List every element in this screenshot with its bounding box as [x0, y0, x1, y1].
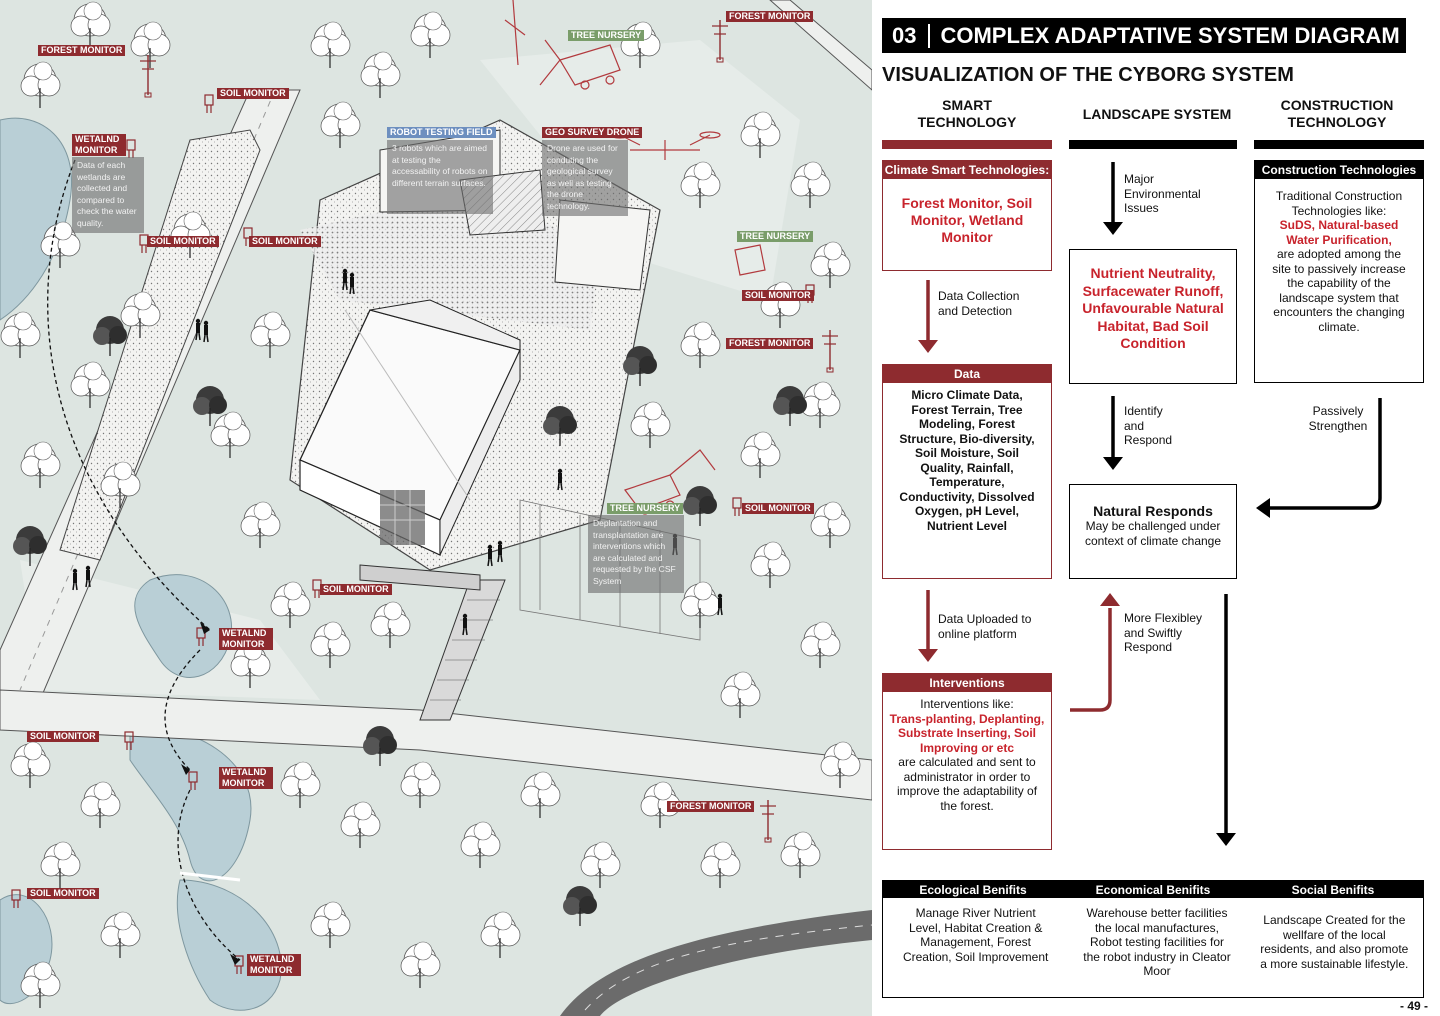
interventions-header: Interventions: [883, 674, 1051, 692]
environmental-issues-box: Nutrient Neutrality, Surfacewater Runoff…: [1069, 249, 1237, 384]
data-uploaded-label: Data Uploaded to online platform: [938, 612, 1032, 641]
soil-monitor-label: SOIL MONITOR: [217, 88, 289, 99]
forest-monitor-label: FOREST MONITOR: [726, 338, 814, 349]
nursery-note: Deplantation and transplantation are int…: [588, 515, 684, 593]
social-benefits-text: Landscape Created for the wellfare of th…: [1260, 913, 1409, 971]
major-issues-label: Major Environmental Issues: [1124, 172, 1201, 215]
page-title: COMPLEX ADAPTATIVE SYSTEM DIAGRAM: [940, 22, 1400, 48]
section-header: 03 COMPLEX ADAPTATIVE SYSTEM DIAGRAM: [882, 18, 1406, 53]
benefits-body-row: Manage River Nutrient Level, Habitat Cre…: [883, 898, 1423, 979]
column-heading-smart: SMART TECHNOLOGY: [917, 97, 1017, 130]
climate-smart-box: Climate Smart Technologies: Forest Monit…: [882, 160, 1052, 271]
benefits-header-row: Ecological Benifits Economical Benifits …: [883, 881, 1423, 898]
column-heading-landscape: LANDSCAPE SYSTEM: [1082, 106, 1232, 122]
page-subtitle: VISUALIZATION OF THE CYBORG SYSTEM: [882, 64, 1294, 86]
construction-outro: are adopted among the site to passively …: [1272, 247, 1406, 334]
smart-column-bar: [882, 140, 1052, 149]
data-header: Data: [883, 365, 1051, 383]
soil-monitor-label: SOIL MONITOR: [320, 584, 392, 595]
construction-header: Construction Technologies: [1255, 161, 1423, 179]
natural-responds-text: May be challenged under context of clima…: [1084, 519, 1222, 548]
section-number: 03: [882, 23, 931, 48]
benefits-table: Ecological Benifits Economical Benifits …: [882, 880, 1424, 998]
page-number: - 49 -: [1399, 999, 1428, 1013]
tree-nursery-label: TREE NURSERY: [568, 30, 645, 41]
system-diagram-panel: 03 COMPLEX ADAPTATIVE SYSTEM DIAGRAM VIS…: [872, 0, 1440, 1016]
construction-column-bar: [1254, 140, 1424, 149]
wetland-monitor-label: WETALND MONITOR: [247, 954, 301, 976]
tree-nursery-label: TREE NURSERY: [607, 503, 684, 514]
economical-benefits-text: Warehouse better facilities the local ma…: [1083, 906, 1231, 978]
interventions-outro: are calculated and sent to administrator…: [896, 755, 1038, 813]
interventions-box: Interventions Interventions like: Trans-…: [882, 673, 1052, 850]
soil-monitor-label: SOIL MONITOR: [742, 290, 814, 301]
passively-strengthen-label: Passively Strengthen: [1308, 404, 1368, 433]
climate-smart-items: Forest Monitor, Soil Monitor, Wetland Mo…: [901, 195, 1033, 245]
natural-responds-box: Natural Responds May be challenged under…: [1069, 484, 1237, 579]
robot-field-note: 3 robots which are aimed at testing the …: [387, 140, 493, 214]
soil-monitor-label: SOIL MONITOR: [742, 503, 814, 514]
environmental-issues-text: Nutrient Neutrality, Surfacewater Runoff…: [1082, 265, 1224, 351]
data-items: Micro Climate Data, Forest Terrain, Tree…: [899, 388, 1035, 533]
natural-responds-title: Natural Responds: [1093, 503, 1213, 519]
soil-monitor-label: SOIL MONITOR: [27, 731, 99, 742]
soil-monitor-label: SOIL MONITOR: [147, 236, 219, 247]
economical-benefits-title: Economical Benifits: [1095, 882, 1211, 897]
drone-note: Drone are used for conduting the geologi…: [542, 140, 628, 216]
climate-smart-header: Climate Smart Technologies:: [883, 161, 1051, 179]
data-box: Data Micro Climate Data, Forest Terrain,…: [882, 364, 1052, 579]
landscape-column-bar: [1069, 140, 1237, 149]
social-benefits-title: Social Benifits: [1291, 882, 1375, 897]
more-flexibly-label: More Flexibley and Swiftly Respond: [1124, 611, 1203, 654]
diagram-arrows: [918, 162, 1382, 846]
forest-monitor-label: FOREST MONITOR: [726, 11, 814, 22]
wetland-monitor-label: WETALND MONITOR: [219, 628, 273, 650]
wetland-note: Data of each wetlands are collected and …: [72, 157, 144, 233]
site-axonometric-map: FOREST MONITOR FOREST MONITOR FOREST MON…: [0, 0, 872, 1016]
tree-nursery-label: TREE NURSERY: [737, 231, 814, 242]
soil-monitor-label: SOIL MONITOR: [27, 888, 99, 899]
soil-monitor-label: SOIL MONITOR: [249, 236, 321, 247]
interventions-intro: Interventions like:: [920, 697, 1014, 711]
robot-testing-field-label: ROBOT TESTING FIELD: [387, 127, 496, 138]
ecological-benefits-text: Manage River Nutrient Level, Habitat Cre…: [902, 906, 1049, 964]
geo-survey-drone-label: GEO SURVEY DRONE: [542, 127, 643, 138]
wetland-monitor-label: WETALND MONITOR: [219, 767, 273, 789]
construction-intro: Traditional Construction Technologies li…: [1275, 189, 1403, 218]
identify-respond-label: Identify and Respond: [1124, 404, 1173, 447]
construction-items: SuDS, Natural-based Water Purification,: [1279, 218, 1399, 247]
construction-technologies-box: Construction Technologies Traditional Co…: [1254, 160, 1424, 383]
column-heading-construction: CONSTRUCTION TECHNOLOGY: [1280, 97, 1394, 130]
interventions-items: Trans-planting, Deplanting, Substrate In…: [889, 711, 1045, 755]
forest-monitor-label: FOREST MONITOR: [38, 45, 126, 56]
wetland-monitor-label: WETALND MONITOR: [72, 134, 126, 156]
data-collection-label: Data Collection and Detection: [938, 289, 1020, 318]
ecological-benefits-title: Ecological Benifits: [919, 882, 1027, 897]
forest-monitor-label: FOREST MONITOR: [667, 801, 755, 812]
